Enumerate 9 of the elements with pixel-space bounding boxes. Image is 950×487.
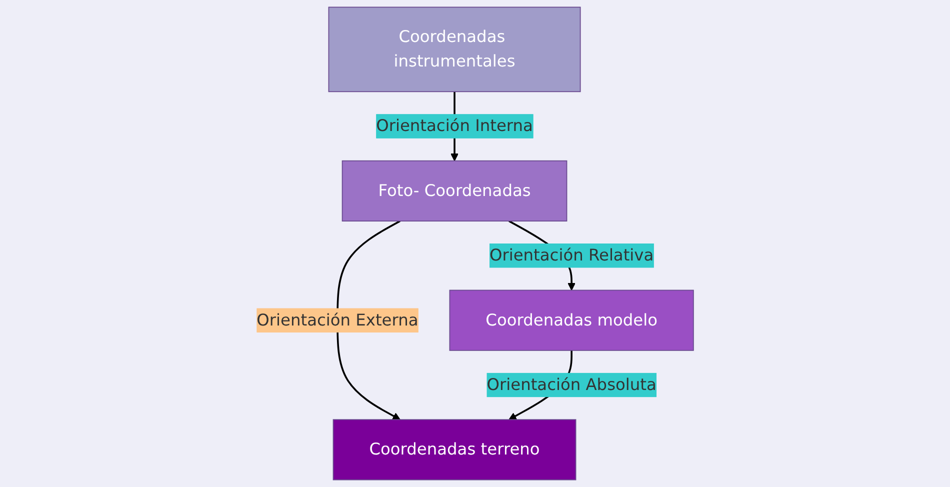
edge-label: Orientación Relativa	[489, 246, 654, 266]
edge-label: Orientación Absoluta	[486, 376, 656, 394]
edge-label: Orientación Interna	[376, 116, 533, 136]
node-box: Coordenadas modelo	[449, 290, 694, 351]
edge-label: Orientación Externa	[256, 310, 418, 330]
node-box: Coordenadas instrumentales	[328, 6, 581, 92]
node-box: Foto- Coordenadas	[342, 160, 568, 222]
node-box: Coordenadas terreno	[332, 419, 576, 480]
arrow	[336, 220, 400, 420]
